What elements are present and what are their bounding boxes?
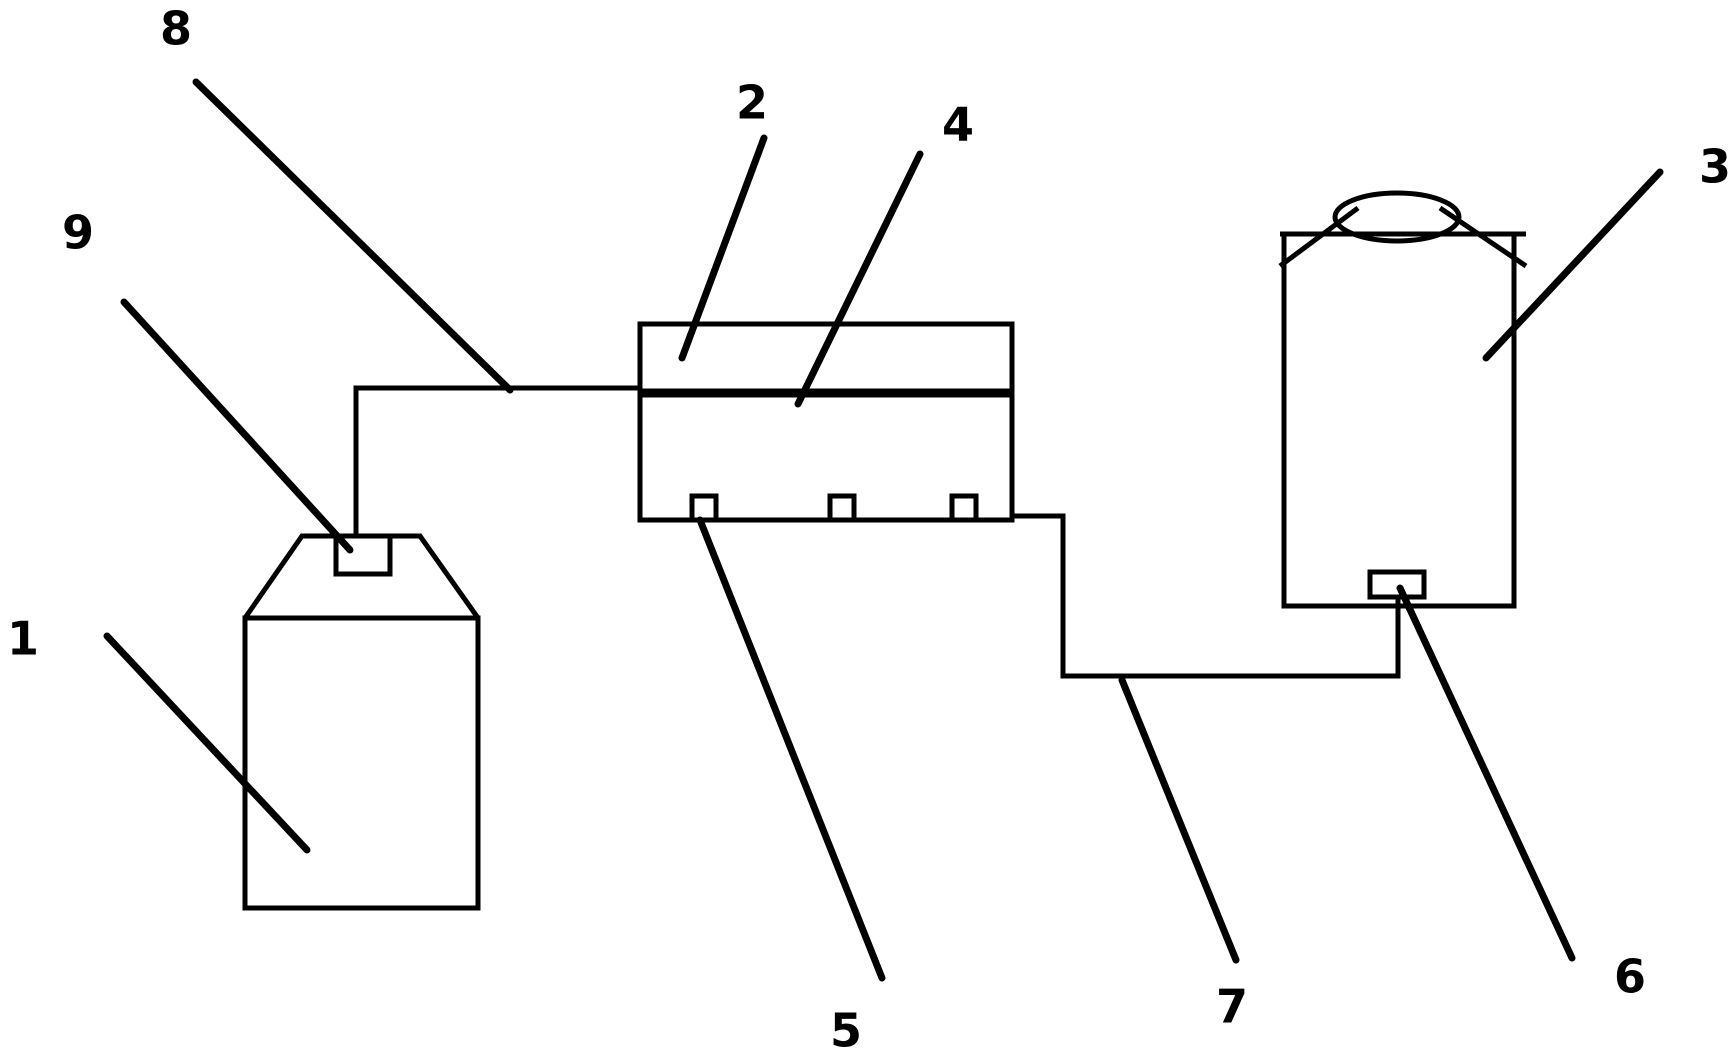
leader-9 bbox=[120, 298, 354, 554]
label-9: 9 bbox=[62, 206, 94, 260]
nozzle bbox=[949, 493, 979, 523]
label-7: 7 bbox=[1216, 980, 1248, 1034]
leader-7 bbox=[1118, 676, 1240, 964]
label-2: 2 bbox=[736, 76, 768, 130]
container-1-body bbox=[242, 615, 481, 911]
container-3 bbox=[1278, 190, 1528, 609]
label-4: 4 bbox=[942, 98, 974, 152]
container-1-shoulder bbox=[242, 533, 481, 620]
container-1 bbox=[242, 533, 481, 911]
label-8: 8 bbox=[160, 2, 192, 56]
container-3-shoulder-left bbox=[1278, 205, 1360, 269]
container-3-shoulder-right bbox=[1438, 205, 1528, 269]
label-6: 6 bbox=[1614, 950, 1646, 1004]
label-1: 1 bbox=[7, 612, 39, 666]
pipe-8 bbox=[353, 385, 640, 536]
outlet-6 bbox=[1367, 569, 1427, 600]
leader-8 bbox=[192, 78, 514, 394]
label-5: 5 bbox=[830, 1004, 862, 1057]
outlet-9 bbox=[333, 533, 393, 577]
leader-1 bbox=[103, 632, 311, 854]
leader-3 bbox=[1482, 168, 1664, 362]
leader-5 bbox=[696, 516, 886, 982]
box-2-body bbox=[637, 321, 1015, 523]
leader-6 bbox=[1396, 584, 1576, 962]
leader-2 bbox=[678, 134, 768, 362]
pipe-7 bbox=[1012, 513, 1401, 679]
nozzle-5 bbox=[689, 493, 719, 523]
box-2 bbox=[637, 321, 1015, 523]
container-3-body bbox=[1281, 231, 1517, 609]
label-3: 3 bbox=[1699, 140, 1729, 194]
leader-4 bbox=[794, 150, 924, 408]
container-3-lid bbox=[1332, 190, 1462, 244]
nozzle bbox=[827, 493, 857, 523]
